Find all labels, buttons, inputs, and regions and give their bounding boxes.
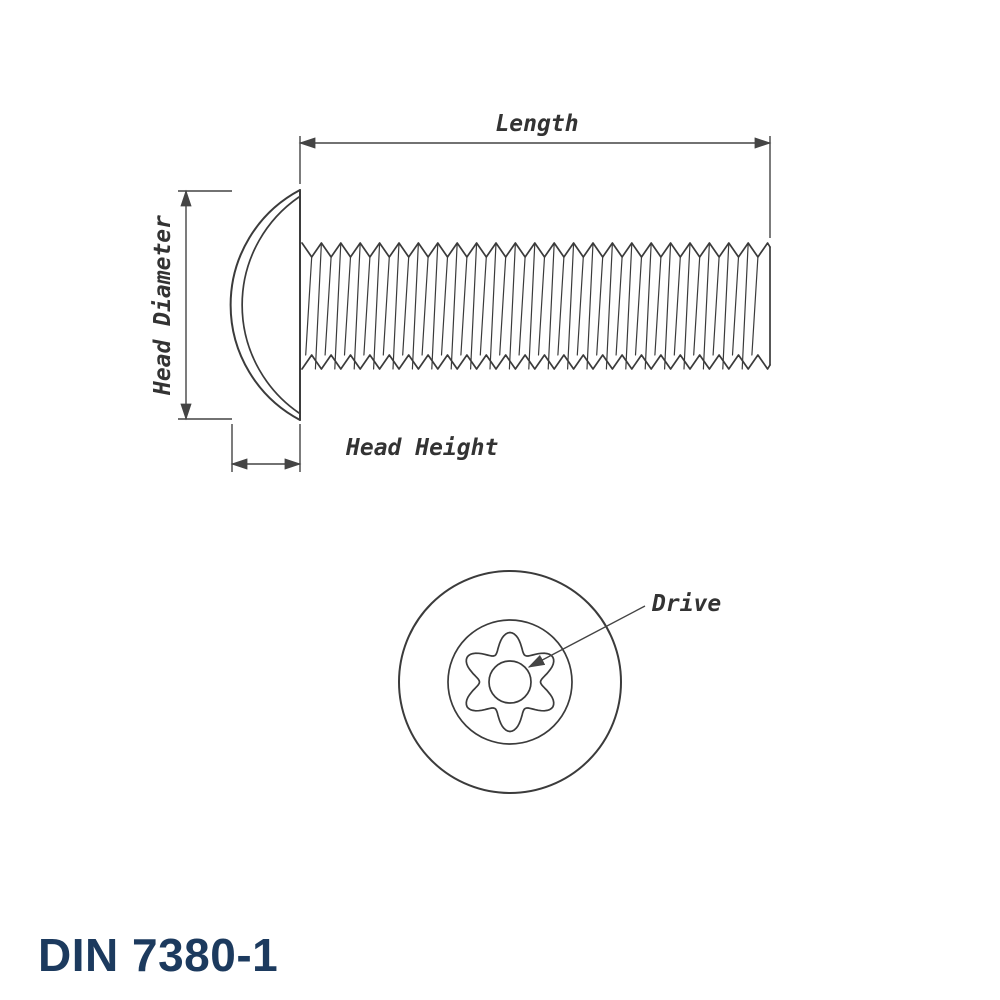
- front-view: Drive: [398, 570, 721, 794]
- thread-helix-line: [392, 242, 400, 370]
- thread-helix-line: [450, 242, 458, 370]
- thread-helix-line: [382, 256, 390, 356]
- length-label: Length: [495, 111, 578, 137]
- thread-helix-line: [663, 242, 672, 370]
- thread-helix-line: [343, 256, 352, 356]
- head-outline-front: [398, 570, 622, 794]
- thread-helix-line: [363, 256, 371, 356]
- thread-helix-line: [615, 256, 623, 356]
- thread-helix-line: [411, 242, 419, 370]
- thread-helix-line: [499, 256, 507, 356]
- thread-helix-line: [557, 256, 565, 356]
- thread-helix-line: [722, 242, 730, 370]
- threaded-shank: [301, 242, 771, 370]
- thread-helix-line: [751, 256, 759, 356]
- head-height-dimension: Head Height: [230, 424, 498, 472]
- thread-helix-line: [402, 256, 410, 356]
- thread-helix-line: [625, 242, 633, 370]
- thread-helix-line: [566, 242, 575, 370]
- side-view: Length Head Diameter Head Height: [150, 111, 772, 472]
- thread-helix-line: [741, 242, 749, 370]
- thread-helix-line: [537, 256, 546, 356]
- thread-helix-line: [596, 256, 604, 356]
- standard-title: DIN 7380-1: [38, 929, 279, 981]
- thread-helix-line: [470, 242, 478, 370]
- thread-helix-line: [731, 256, 740, 356]
- thread-helix-line: [421, 256, 429, 356]
- thread-helix-line: [479, 256, 487, 356]
- thread-helix-line: [314, 242, 322, 370]
- drive-leader-line: [527, 605, 646, 668]
- head-diameter-label: Head Diameter: [150, 215, 176, 396]
- head-diameter-dimension: Head Diameter: [150, 189, 232, 421]
- drive-label: Drive: [651, 591, 721, 617]
- head-height-label: Head Height: [345, 435, 498, 461]
- thread-helix-line: [712, 256, 720, 356]
- drive-callout: Drive: [527, 591, 721, 668]
- thread-profile-bottom: [301, 354, 771, 370]
- thread-helix-line: [489, 242, 497, 370]
- thread-helix-line: [324, 256, 332, 356]
- thread-helix-line: [693, 256, 701, 356]
- thread-helix-line: [605, 242, 614, 370]
- length-dimension: Length: [298, 111, 772, 238]
- thread-helix-line: [353, 242, 361, 370]
- thread-helix-line: [547, 242, 555, 370]
- thread-helix-line: [654, 256, 662, 356]
- thread-helix-line: [334, 242, 342, 370]
- thread-helix-line: [440, 256, 449, 356]
- thread-helix-line: [373, 242, 381, 370]
- thread-helix-line: [586, 242, 594, 370]
- head-inner-arc: [241, 196, 300, 414]
- thread-helix-line: [683, 242, 691, 370]
- thread-helix-line: [431, 242, 439, 370]
- thread-helix-line: [644, 242, 652, 370]
- thread-helix-line: [518, 256, 526, 356]
- thread-helix-line: [634, 256, 643, 356]
- thread-helix-line: [673, 256, 681, 356]
- head-dome-outline: [229, 189, 301, 421]
- thread-helix-line: [305, 256, 313, 356]
- thread-helix-line: [576, 256, 584, 356]
- drive-recess-circle: [447, 619, 573, 745]
- thread-profile-top: [301, 242, 771, 258]
- torx-socket-outline: [465, 631, 555, 733]
- thread-helix-line: [528, 242, 536, 370]
- thread-helix-line: [702, 242, 711, 370]
- thread-helix-line: [508, 242, 517, 370]
- security-pin-circle: [488, 660, 532, 704]
- screw-head-side-view: [229, 189, 301, 421]
- thread-helix-line: [460, 256, 468, 356]
